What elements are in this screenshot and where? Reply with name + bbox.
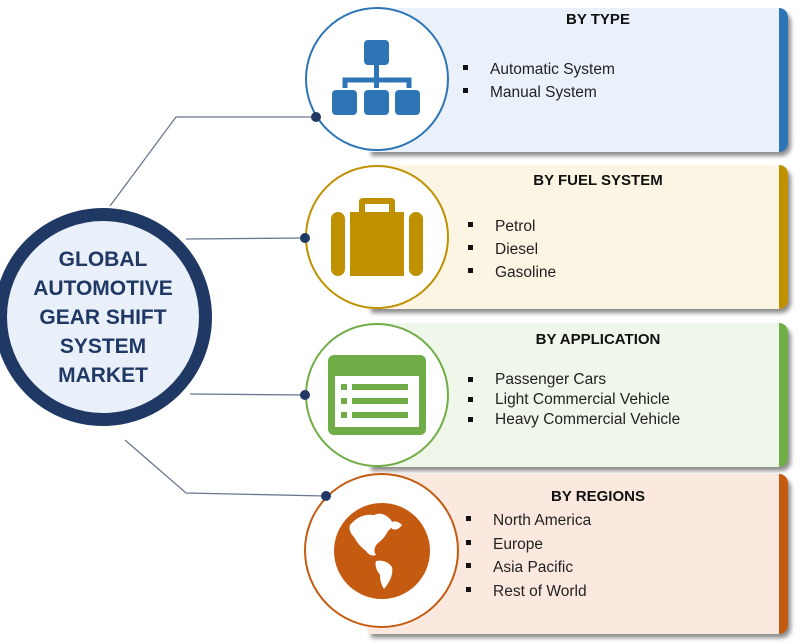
application-icon-circle <box>305 323 449 467</box>
list-item: Asia Pacific <box>466 556 591 580</box>
list-item: Diesel <box>468 238 556 261</box>
title-line: SYSTEM <box>59 334 147 358</box>
list-window-icon <box>328 355 426 435</box>
market-title: GLOBAL AUTOMOTIVE GEAR SHIFT SYSTEM MARK… <box>18 245 188 390</box>
list-item: Petrol <box>468 215 556 238</box>
type-icon-circle <box>305 7 449 151</box>
segment-title: BY TYPE <box>566 11 630 28</box>
list-item: Automatic System <box>463 58 615 81</box>
list-item: Rest of World <box>466 580 591 604</box>
accent-bar <box>779 323 788 467</box>
title-line: AUTOMOTIVE <box>33 276 173 300</box>
title-line: GEAR SHIFT <box>39 305 167 329</box>
globe-icon <box>333 502 430 599</box>
market-title-circle: GLOBAL AUTOMOTIVE GEAR SHIFT SYSTEM MARK… <box>0 208 212 426</box>
segment-title: BY FUEL SYSTEM <box>533 172 663 189</box>
list-item: North America <box>466 509 591 533</box>
list-item: Heavy Commercial Vehicle <box>468 410 680 430</box>
accent-bar <box>779 474 788 634</box>
list-item: Light Commercial Vehicle <box>468 390 680 410</box>
list-item: Manual System <box>463 81 615 104</box>
title-line: GLOBAL <box>58 247 148 271</box>
segment-title: BY REGIONS <box>551 488 645 505</box>
segment-title: BY APPLICATION <box>535 331 661 348</box>
hierarchy-icon <box>332 40 420 115</box>
list-item: Gasoline <box>468 261 556 284</box>
list-item: Europe <box>466 533 591 557</box>
briefcase-icon <box>331 198 423 276</box>
title-line: MARKET <box>58 363 148 387</box>
list-item: Passenger Cars <box>468 370 680 390</box>
accent-bar <box>779 165 788 309</box>
fuel-icon-circle <box>305 165 449 309</box>
accent-bar <box>779 8 788 152</box>
